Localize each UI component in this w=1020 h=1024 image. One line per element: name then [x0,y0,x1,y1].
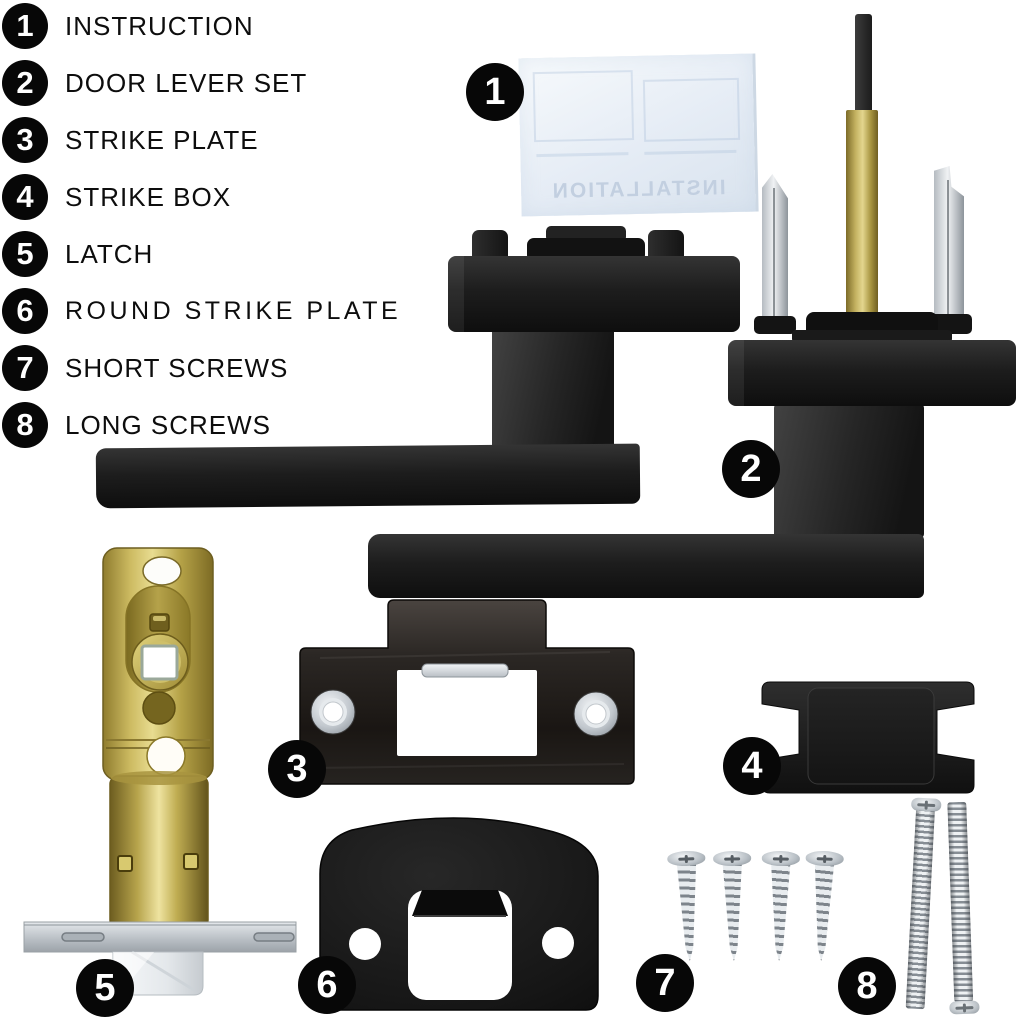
legend-label: LONG SCREWS [65,409,272,440]
strike-plate-lip [421,663,509,678]
latch-barrel [109,775,209,929]
strike-plate [299,599,635,785]
latch-top-hole [142,556,182,586]
callout-long-screws: 8 [838,957,896,1015]
round-strike-screw-hole-right [542,927,574,959]
round-strike-opening [408,890,512,1000]
lever-square-rose [448,256,740,332]
lever-mount-post [472,230,508,260]
latch-barrel-nub [183,853,199,870]
legend-item-instruction: 1 INSTRUCTION [2,3,254,49]
round-strike-plate [319,817,599,1011]
mounting-pin-right [934,166,964,326]
instruction-sheet: INSTALLATION [518,53,756,217]
legend-label: INSTRUCTION [65,10,254,41]
legend-item-latch: 5 LATCH [2,231,153,277]
legend-number-badge: 8 [2,402,48,448]
lever-hub-mechanism [792,330,952,343]
latch-assembly [23,547,297,996]
short-screws-group [664,850,864,969]
latch-square-spindle-hole [140,644,179,681]
lever-handle-arm [95,443,641,509]
legend-number-badge: 5 [2,231,48,277]
strike-plate-opening [397,670,537,756]
lever-square-rose [728,340,1016,406]
screw-head [805,850,844,867]
legend-label: DOOR LEVER SET [65,67,308,98]
legend-item-strike-box: 4 STRIKE BOX [2,174,231,220]
long-screw [942,801,980,1017]
legend-number-badge: 2 [2,60,48,106]
legend-label: LATCH [65,238,154,269]
screw-shank [720,864,746,961]
screw-head [949,1000,980,1015]
strike-box [761,681,975,794]
legend-number-badge: 3 [2,117,48,163]
spindle-hex-tip [855,14,872,116]
mounting-pin-left [762,174,788,326]
faceplate-slot-right [253,932,295,942]
sheet-mirrored-title: INSTALLATION [550,176,726,203]
legend-item-long-screws: 8 LONG SCREWS [2,402,271,448]
screw-head [761,850,800,867]
sheet-ghost-diagram [532,70,635,143]
lever-neck [492,328,614,462]
callout-short-screws: 7 [636,954,694,1012]
short-screw [802,850,844,963]
legend-number-badge: 7 [2,345,48,391]
strike-box-center [807,687,935,785]
legend-number-badge: 6 [2,288,48,334]
pin-collar [754,316,796,334]
legend-item-short-screws: 7 SHORT SCREWS [2,345,288,391]
screw-threaded-rod [905,808,936,1010]
short-screw [713,850,753,964]
round-strike-screw-hole-left [349,928,381,960]
screw-shank [767,864,793,961]
callout-latch: 5 [76,959,134,1017]
screw-head [910,797,942,812]
callout-strike-plate: 3 [268,740,326,798]
strike-plate-screw-hole-right [573,691,619,737]
screw-head [667,850,706,867]
legend-label: STRIKE BOX [65,181,232,212]
lever-neck [774,404,924,538]
callout-strike-box: 4 [723,737,781,795]
sheet-ghost-diagram [642,77,741,142]
brass-spindle [846,110,878,326]
screw-threaded-rod [947,801,974,1003]
sheet-ghost-line [536,152,629,158]
lever-mount-post [648,230,684,260]
faceplate-slot-left [61,932,105,942]
legend-number-badge: 1 [2,3,48,49]
short-screw [667,850,709,963]
screw-shank [809,864,836,962]
latch-bottom-hole [146,736,186,776]
long-screw [900,797,942,1012]
legend-item-strike-plate: 3 STRIKE PLATE [2,117,259,163]
legend-number-badge: 4 [2,174,48,220]
long-screws-group [902,796,992,1020]
legend-label: SHORT SCREWS [65,352,289,383]
screw-shank [675,864,702,962]
legend-item-round-strike-plate: 6 ROUND STRIKE PLATE [2,288,401,334]
legend-item-door-lever-set: 2 DOOR LEVER SET [2,60,307,106]
short-screw [760,850,800,964]
legend-label: STRIKE PLATE [65,124,259,155]
strike-plate-screw-hole-left [310,689,356,735]
legend-label: ROUND STRIKE PLATE [65,296,402,325]
callout-door-lever-set: 2 [722,440,780,498]
round-strike-lip [412,890,508,916]
callout-instruction: 1 [466,63,524,121]
screw-head [713,850,752,867]
sheet-ghost-line [644,149,737,155]
latch-mid-hole [142,691,176,725]
latch-barrel-nub [117,855,133,872]
callout-round-strike-plate: 6 [298,956,356,1014]
lever-handle-arm [368,534,924,598]
